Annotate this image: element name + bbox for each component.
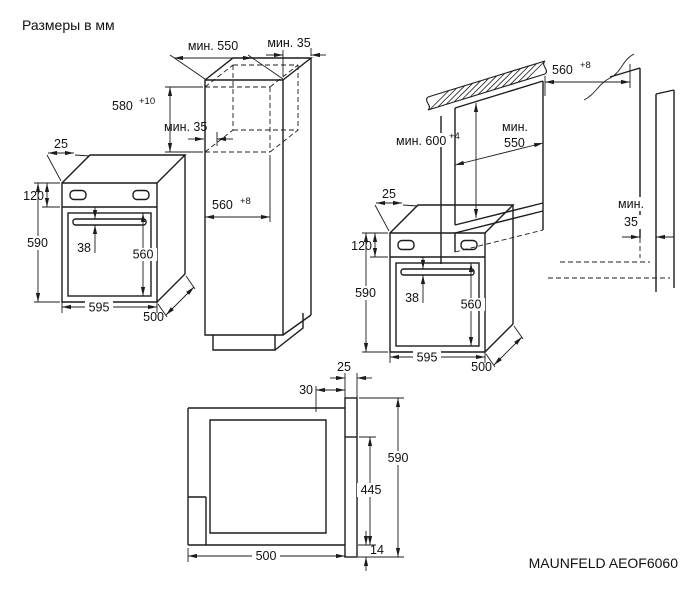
dim-top-gap: 30: [299, 383, 313, 397]
oven-front-view: 25 120 590 38 560 595 500: [23, 137, 196, 324]
control-slot-left: [69, 189, 87, 201]
section-linework: [187, 386, 358, 558]
worktop-hatching: [429, 60, 546, 110]
dim-cabinet-depth-min: мин. 550: [188, 39, 238, 53]
dim-back-gap-value: 35: [624, 215, 638, 229]
dim-niche-depth: 560: [552, 63, 573, 77]
oven-door-section: [344, 397, 358, 558]
dim-section-depth: 500: [256, 549, 277, 563]
oven-handle: [72, 218, 147, 226]
tall-cabinet: мин. 550 мин. 35 580 +10 мин. 35 560 +8: [112, 36, 326, 351]
dim-bottom-gap: 14: [370, 543, 384, 557]
dim-top-back-gap: мин. 35: [267, 36, 310, 50]
dim-niche-depth: 560: [212, 198, 233, 212]
dim-back-gap-word: мин.: [618, 197, 644, 211]
dim-panel-height: 120: [23, 189, 44, 203]
dim-handle: 38: [77, 241, 91, 255]
section-dimensions: 25 30 590 445 14 500: [187, 360, 412, 571]
dim-niche-depth-tol: +8: [240, 196, 251, 207]
break-line: [583, 53, 635, 101]
dim-body-height: 560: [133, 248, 154, 262]
base-cabinet-dimensions: 560 +8 мин. 600 +4 мин. 550 мин. 35: [392, 60, 674, 240]
dim-width: 595: [89, 301, 110, 315]
tall-cabinet-linework: [204, 57, 314, 351]
worktop: [426, 60, 547, 111]
dim-niche-height-min: мин. 600: [396, 134, 446, 148]
dim-depth-min-value: 550: [504, 136, 525, 150]
dim-oven-height: 590: [27, 236, 48, 250]
dim-niche-height: 580: [112, 99, 133, 113]
model-label: MAUNFELD AEOF6060: [529, 555, 679, 571]
control-slot-right: [132, 189, 150, 201]
dim-door-thickness: 25: [337, 360, 351, 374]
dim-section-height: 590: [388, 451, 409, 465]
dim-front-gap: мин. 35: [164, 120, 207, 134]
base-cabinet: 560 +8 мин. 600 +4 мин. 550 мин. 35: [392, 53, 675, 292]
dim-depth: 500: [143, 310, 164, 324]
dim-niche-depth-tol: +8: [580, 60, 591, 71]
page-title: Размеры в мм: [22, 17, 115, 33]
tall-cabinet-dimensions: мин. 550 мин. 35 580 +10 мин. 35 560 +8: [112, 36, 326, 222]
section-view: 25 30 590 445 14 500: [187, 360, 412, 571]
dim-niche-height-tol: +4: [449, 131, 460, 142]
dim-niche-height-tol: +10: [139, 96, 155, 107]
oven-dimensions: 25 120 590 38 560 595 500: [23, 137, 196, 324]
oven-linework: [61, 154, 187, 303]
dim-lower-height: 445: [361, 483, 382, 497]
dim-top-clearance: 25: [54, 137, 68, 151]
dim-depth-min-word: мин.: [502, 120, 528, 134]
